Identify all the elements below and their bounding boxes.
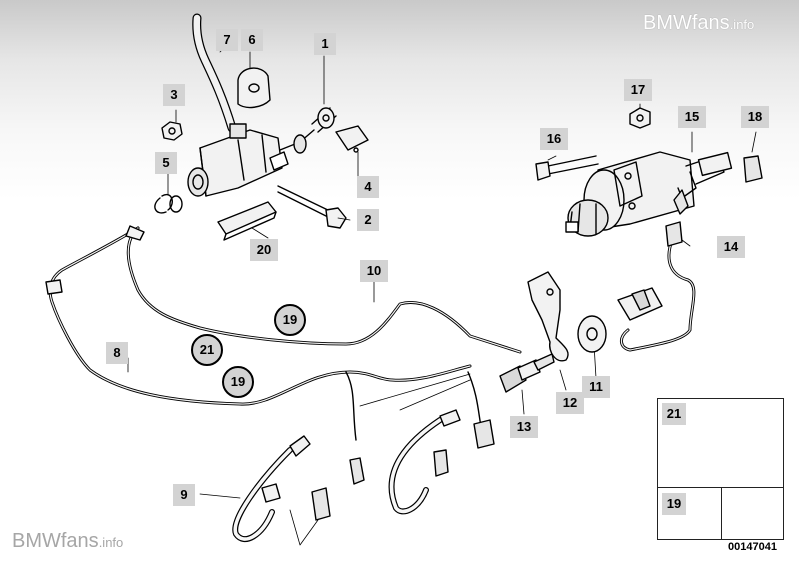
nut (161, 121, 183, 141)
watermark-brand: BMWfans (12, 530, 99, 552)
part-tag[interactable]: 18 (741, 106, 769, 128)
part-tag[interactable]: 13 (510, 416, 538, 438)
part-tag[interactable]: 9 (173, 484, 195, 506)
part-tag[interactable]: 1 (314, 33, 336, 55)
inset-divider (658, 487, 783, 488)
watermark-suffix: .info (98, 535, 124, 550)
inset-tag-21[interactable]: 21 (662, 403, 686, 425)
bolt (277, 185, 333, 219)
slave-cylinder (565, 151, 733, 237)
part-tag[interactable]: 17 (624, 79, 652, 101)
inset-tag-19[interactable]: 19 (662, 493, 686, 515)
circled-callout[interactable]: 19 (274, 304, 306, 336)
cap-18 (743, 155, 763, 183)
inset-box: 21 19 (657, 398, 784, 540)
part-tag[interactable]: 3 (163, 84, 185, 106)
cap (237, 67, 271, 109)
flange (577, 315, 607, 353)
part-tag[interactable]: 5 (155, 152, 177, 174)
coupling (499, 353, 555, 393)
master-cylinder (187, 13, 337, 197)
bracket-12 (527, 271, 569, 362)
clevis-pin (335, 125, 369, 151)
part-tag[interactable]: 4 (357, 176, 379, 198)
part-tag[interactable]: 10 (360, 260, 388, 282)
drawing-number: 00147041 (728, 541, 777, 553)
circled-callout[interactable]: 21 (191, 334, 223, 366)
part-tag[interactable]: 12 (556, 392, 584, 414)
part-tag[interactable]: 11 (582, 376, 610, 398)
nut-17 (629, 107, 651, 129)
bolt-16 (547, 155, 599, 175)
part-tag[interactable]: 6 (241, 29, 263, 51)
watermark-suffix: .info (729, 17, 755, 32)
watermark-brand: BMWfans (643, 12, 730, 34)
part-tag[interactable]: 7 (216, 29, 238, 51)
inset-divider-vertical (721, 487, 722, 539)
watermark-top: BMWfans.info (643, 12, 754, 35)
part-tag[interactable]: 16 (540, 128, 568, 150)
flexible-hoses (232, 371, 495, 542)
part-tag[interactable]: 14 (717, 236, 745, 258)
circled-callout[interactable]: 19 (222, 366, 254, 398)
part-tag[interactable]: 8 (106, 342, 128, 364)
part-tag[interactable]: 2 (357, 209, 379, 231)
watermark-bottom: BMWfans.info (12, 530, 123, 553)
part-tag[interactable]: 15 (678, 106, 706, 128)
slave-line (617, 221, 696, 352)
part-tag[interactable]: 20 (250, 239, 278, 261)
